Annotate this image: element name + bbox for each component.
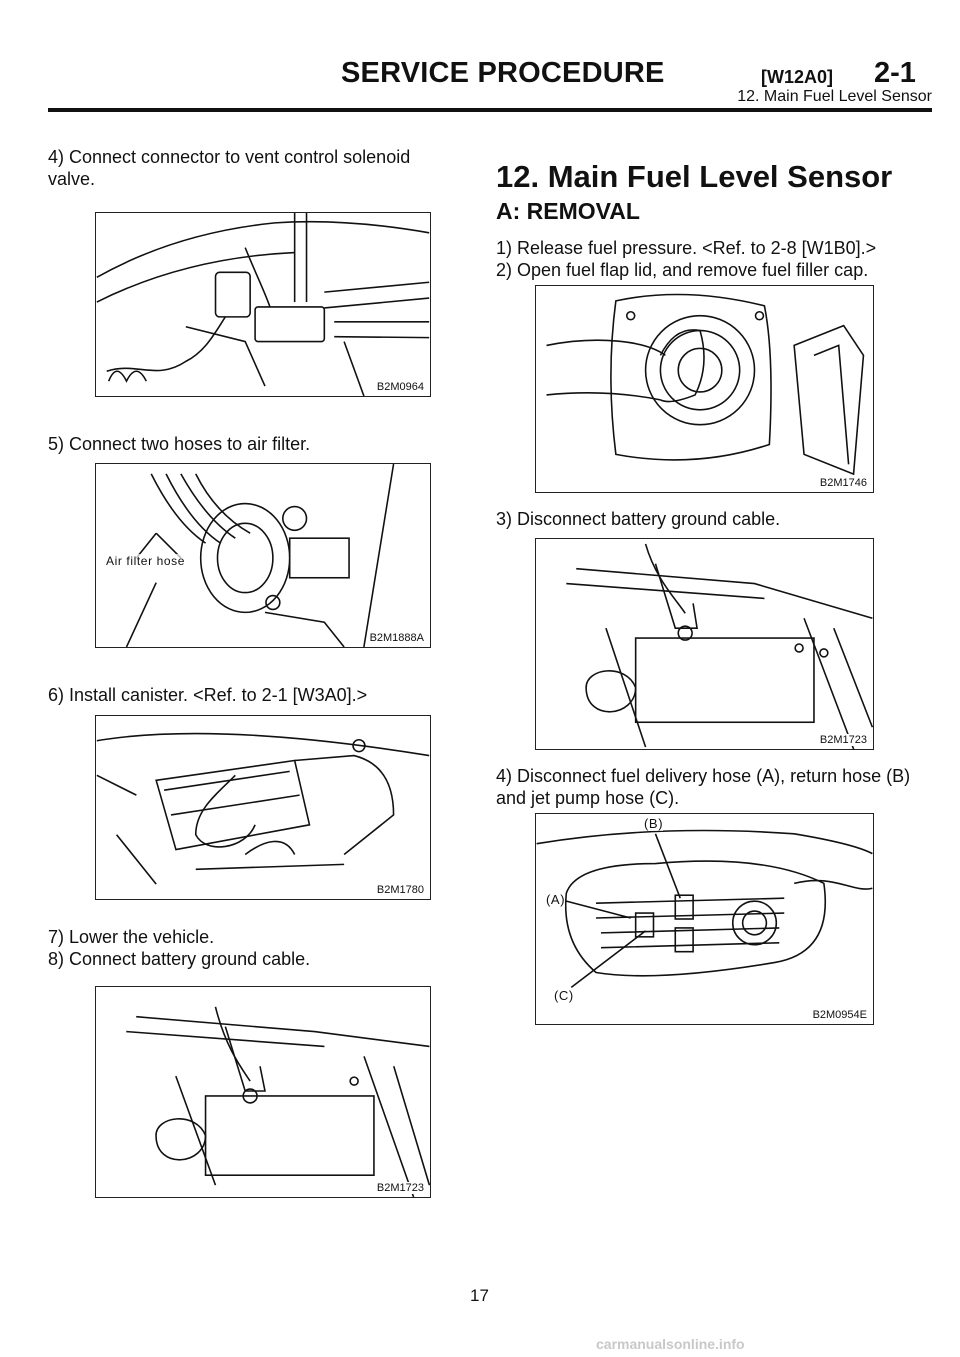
- page-header-subtitle: 12. Main Fuel Level Sensor: [737, 88, 932, 105]
- figure-code: B2M0954E: [811, 1009, 868, 1021]
- left-step-5: 5) Connect two hoses to air filter.: [48, 434, 311, 454]
- right-step-4: 4) Disconnect fuel delivery hose (A), re…: [496, 766, 911, 808]
- figure-code: B2M1723: [375, 1182, 425, 1194]
- figure-code: B2M1780: [375, 884, 425, 896]
- figure-code: B2M0964: [375, 381, 425, 393]
- right-step-2: 2) Open fuel flap lid, and remove fuel f…: [496, 260, 869, 280]
- header-rule: [48, 108, 932, 112]
- page-header-code: [W12A0]: [761, 67, 834, 87]
- subsection-title: A: REMOVAL: [496, 198, 640, 224]
- left-step-6: 6) Install canister. <Ref. to 2-1 [W3A0]…: [48, 685, 368, 705]
- figure-canister: B2M1780: [95, 715, 431, 900]
- watermark: carmanualsonline.info: [596, 1336, 745, 1352]
- page-header-title: SERVICE PROCEDURE: [341, 57, 665, 89]
- figure-code: B2M1723: [818, 734, 868, 746]
- figure-fuel-hoses: (B) (A) (C) B2M0954E: [535, 813, 874, 1025]
- left-step-4: 4) Connect connector to vent control sol…: [48, 147, 411, 189]
- figure-code: B2M1746: [818, 477, 868, 489]
- right-step-1: 1) Release fuel pressure. <Ref. to 2-8 […: [496, 238, 877, 258]
- section-title: 12. Main Fuel Level Sensor: [496, 159, 893, 194]
- figure-battery-cable: B2M1723: [95, 986, 431, 1198]
- page-header-section: 2-1: [874, 57, 916, 89]
- figure-air-filter: Air filter hose B2M1888A: [95, 463, 431, 648]
- figure-vent-solenoid: B2M0964: [95, 212, 431, 397]
- right-step-3: 3) Disconnect battery ground cable.: [496, 509, 781, 529]
- figure-fuel-filler-cap: B2M1746: [535, 285, 874, 493]
- figure-callout-air-filter-hose: Air filter hose: [106, 554, 186, 568]
- figure-code: B2M1888A: [368, 632, 425, 644]
- figure-label-b: (B): [644, 816, 664, 831]
- left-step-8: 8) Connect battery ground cable.: [48, 949, 311, 969]
- figure-battery-ground-cable: B2M1723: [535, 538, 874, 750]
- page-number: 17: [470, 1286, 489, 1305]
- left-step-7: 7) Lower the vehicle.: [48, 927, 215, 947]
- figure-label-c: (C): [554, 988, 574, 1003]
- figure-label-a: (A): [546, 892, 566, 907]
